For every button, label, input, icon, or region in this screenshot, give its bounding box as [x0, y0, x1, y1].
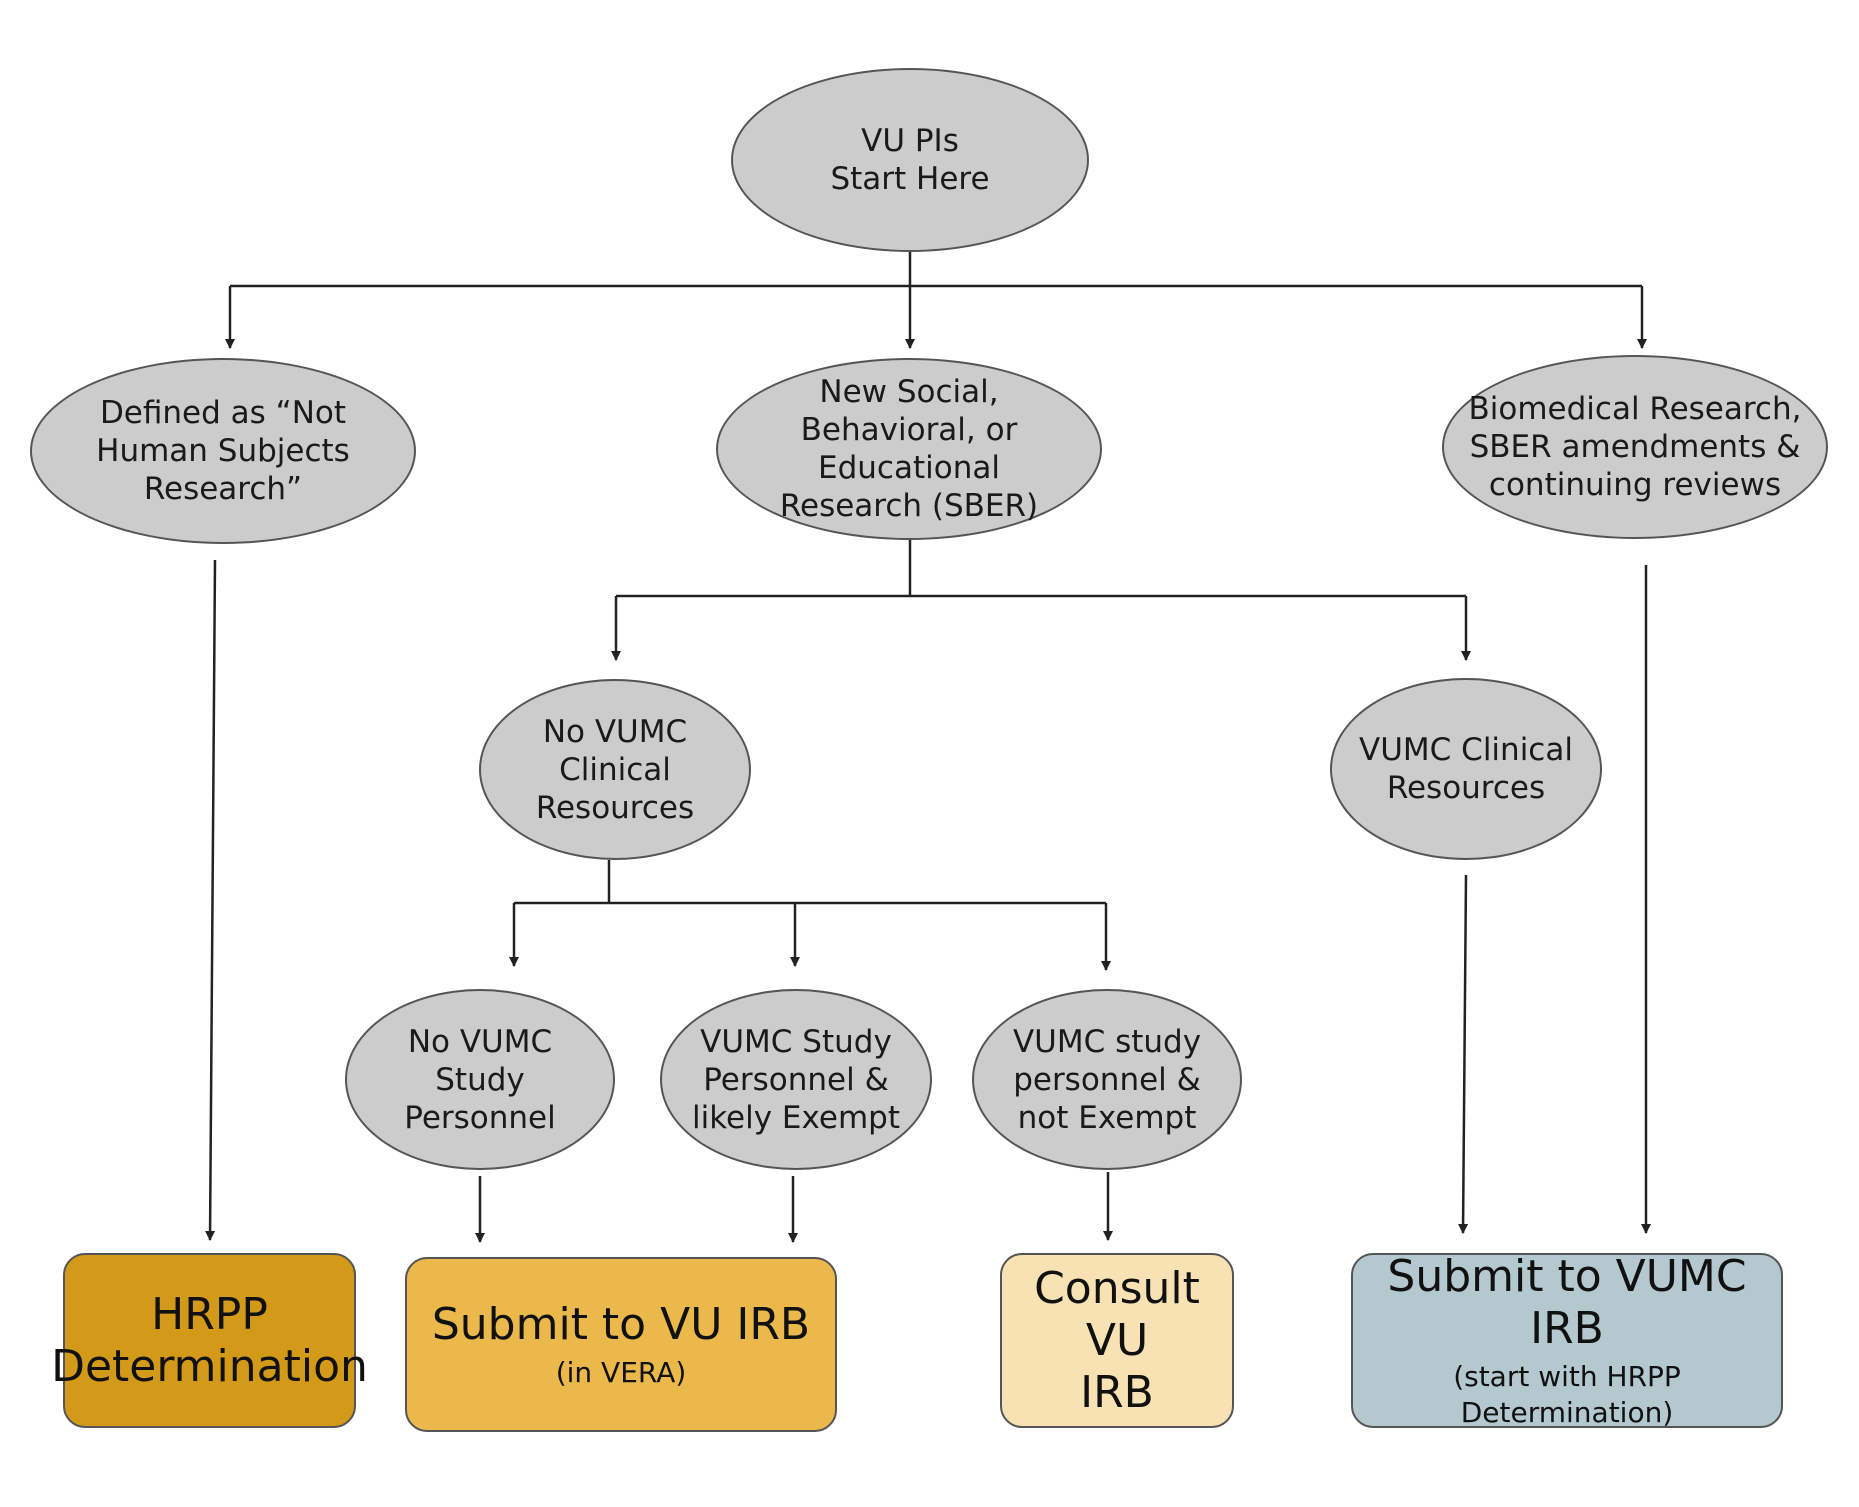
vumc-personnel-exempt-node: VUMC Study Personnel & likely Exempt	[660, 989, 932, 1170]
start-node-label: VU PIs Start Here	[830, 123, 990, 197]
submit-vumc-irb-subtitle: (start with HRPP Determination)	[1453, 1359, 1681, 1429]
hrpp-determination-box: HRPP Determination	[51, 1253, 368, 1428]
no-vumc-clinical-node: No VUMC Clinical Resources	[479, 679, 751, 860]
not-human-subjects-node: Defined as “Not Human Subjects Research”	[30, 358, 416, 544]
vumc-personnel-not-exempt-node: VUMC study personnel & not Exempt	[972, 989, 1242, 1170]
consult-vu-irb-box: Consult VU IRB	[1000, 1253, 1234, 1428]
arrow-not-human-to-hrpp	[205, 559, 217, 1241]
new-sber-node: New Social, Behavioral, or Educational R…	[716, 358, 1102, 540]
submit-vu-irb-box: Submit to VU IRB (in VERA)	[405, 1257, 837, 1432]
no-vumc-personnel-node: No VUMC Study Personnel	[345, 989, 615, 1170]
arrow-vumc-clinical-to-vumc-irb	[1458, 874, 1469, 1234]
hrpp-determination-title: HRPP Determination	[51, 1288, 368, 1392]
submit-vu-irb-subtitle: (in VERA)	[555, 1355, 687, 1389]
submit-vu-irb-title: Submit to VU IRB	[431, 1298, 811, 1350]
consult-vu-irb-title: Consult VU IRB	[1034, 1262, 1200, 1418]
no-vumc-clinical-label: No VUMC Clinical Resources	[535, 713, 695, 826]
vumc-clinical-label: VUMC Clinical Resources	[1359, 732, 1573, 806]
vumc-personnel-not-exempt-label: VUMC study personnel & not Exempt	[1012, 1023, 1202, 1136]
biomedical-label: Biomedical Research, SBER amendments & c…	[1468, 391, 1802, 503]
vumc-personnel-exempt-label: VUMC Study Personnel & likely Exempt	[691, 1023, 901, 1136]
submit-vumc-irb-box: Submit to VUMC IRB (start with HRPP Dete…	[1351, 1250, 1783, 1429]
new-sber-label: New Social, Behavioral, or Educational R…	[779, 374, 1039, 524]
biomedical-node: Biomedical Research, SBER amendments & c…	[1442, 355, 1828, 539]
vumc-clinical-node: VUMC Clinical Resources	[1330, 678, 1602, 860]
submit-vumc-irb-title: Submit to VUMC IRB	[1387, 1250, 1747, 1354]
no-vumc-personnel-label: No VUMC Study Personnel	[404, 1023, 556, 1136]
not-human-subjects-label: Defined as “Not Human Subjects Research”	[96, 395, 350, 507]
start-node: VU PIs Start Here	[731, 68, 1089, 252]
